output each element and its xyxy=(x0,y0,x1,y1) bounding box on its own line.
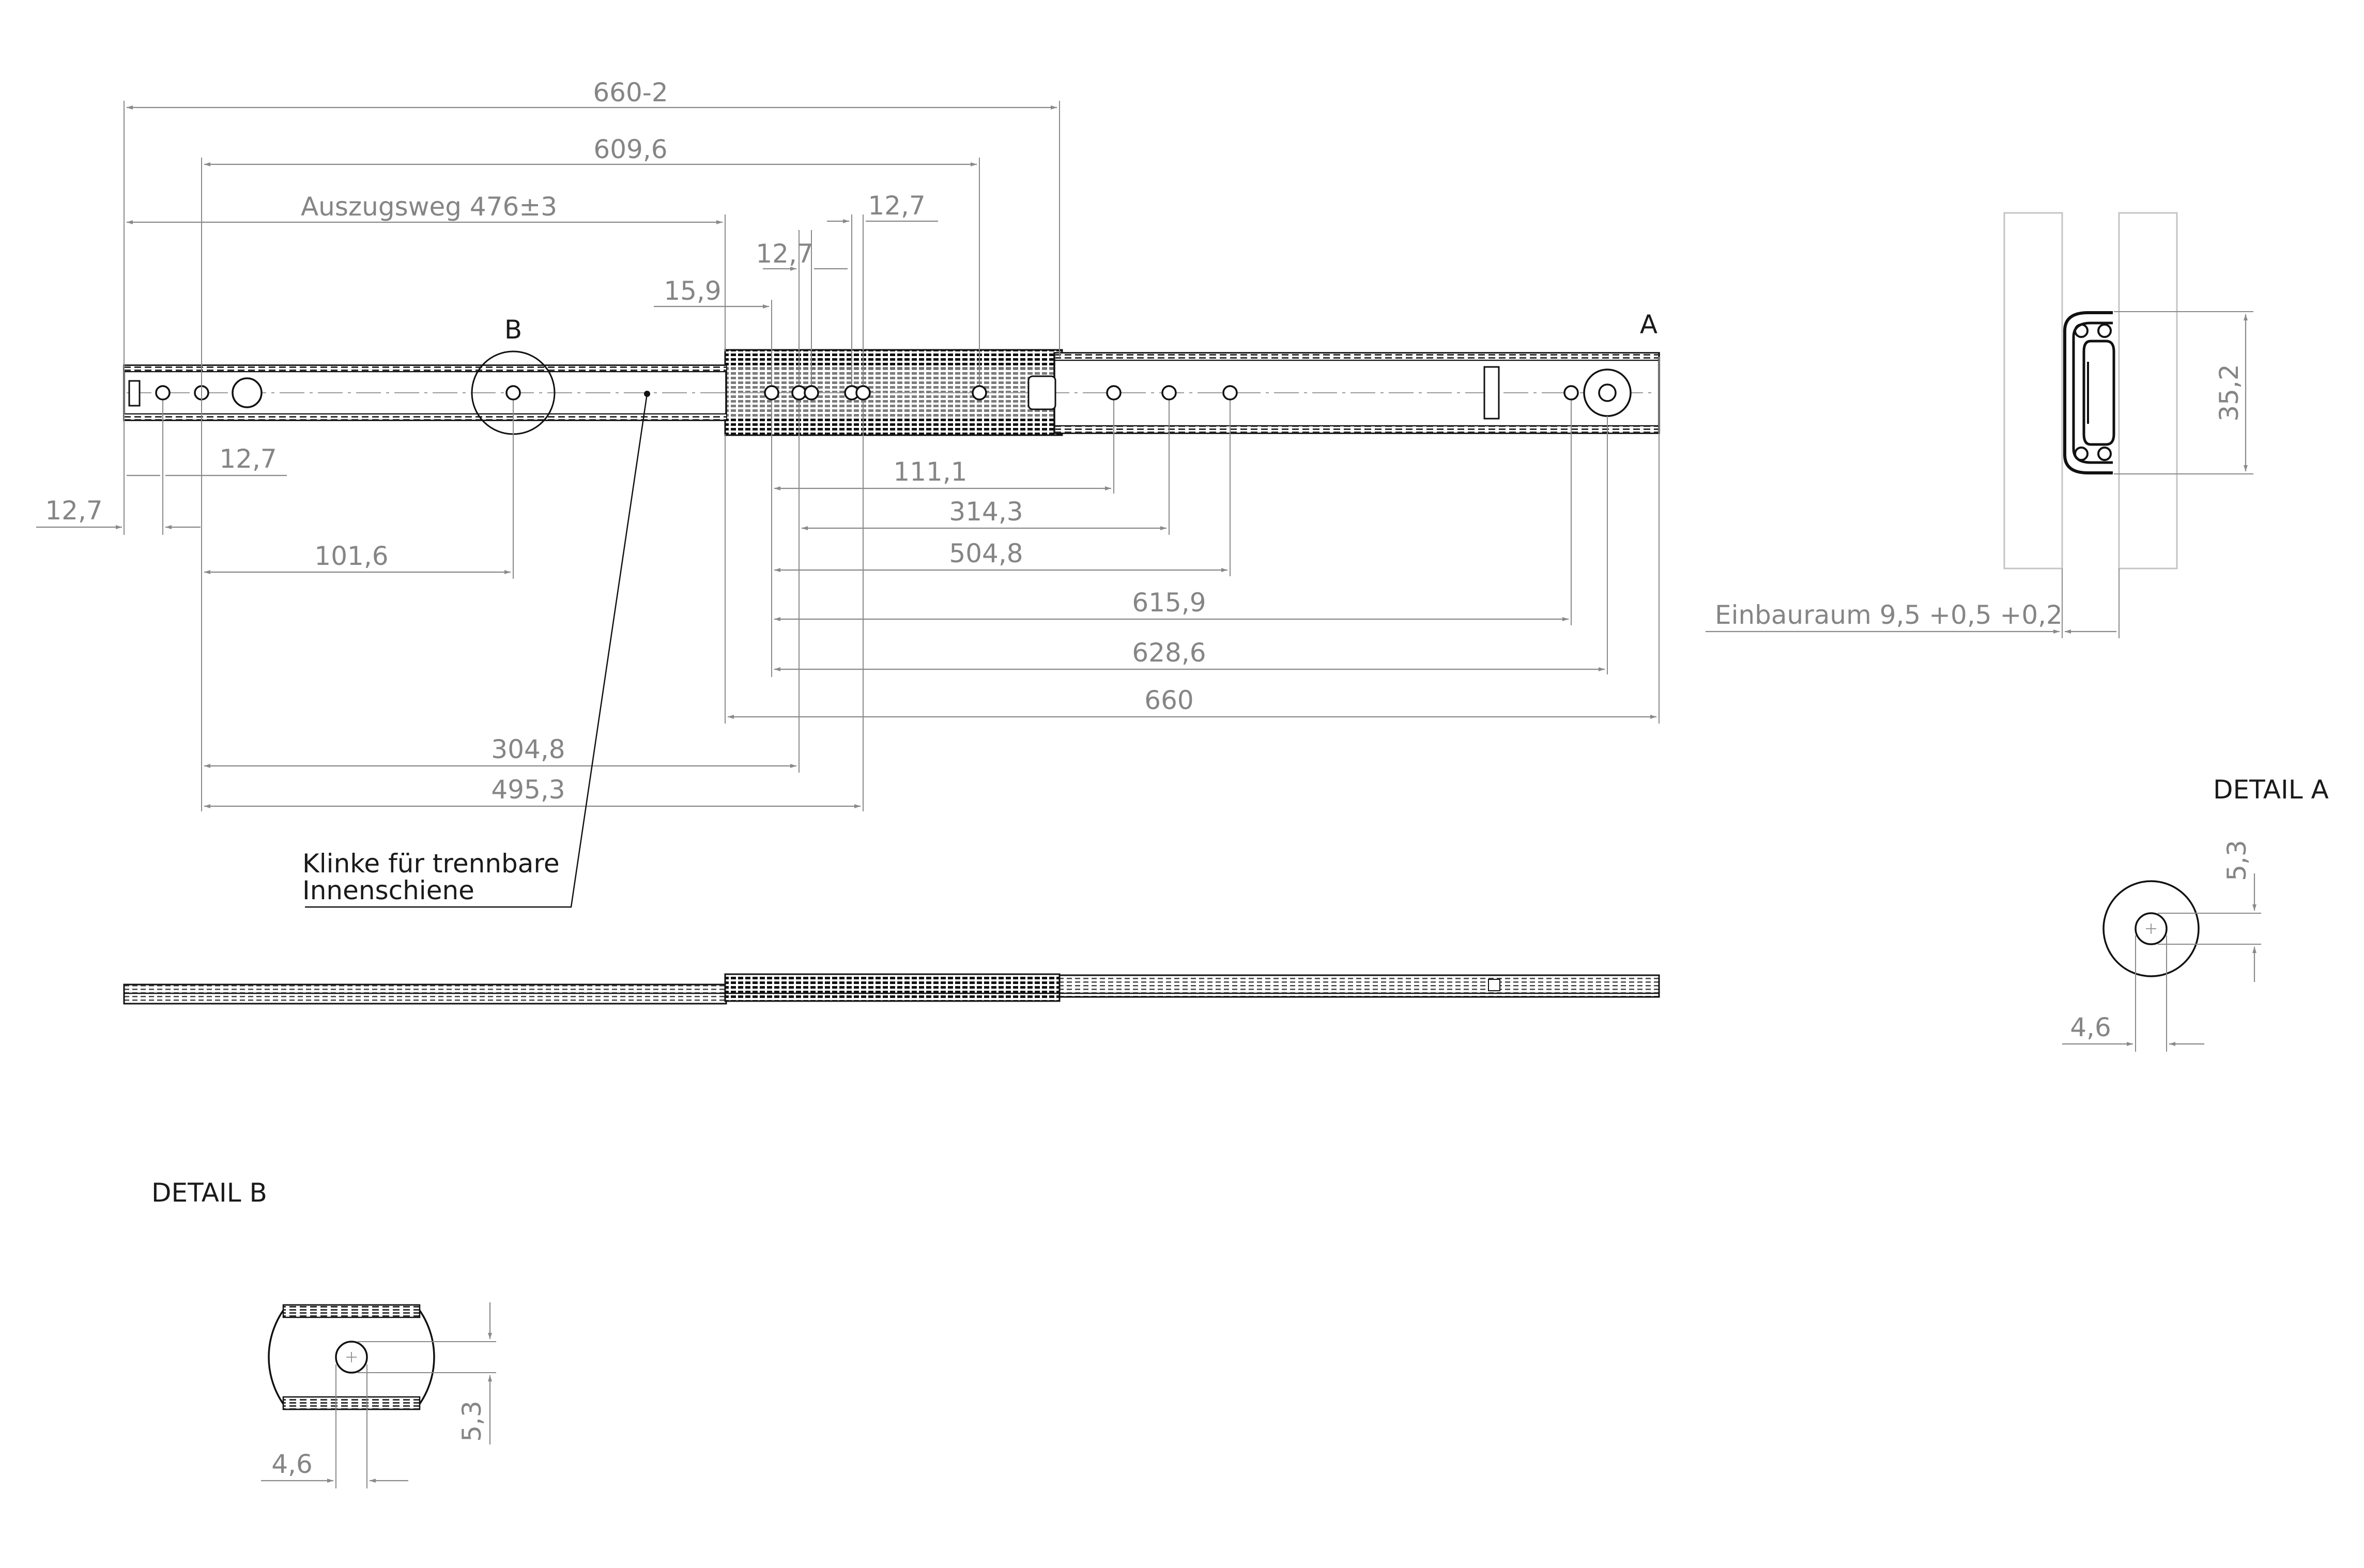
dim-a-width: 4,6 xyxy=(2070,1012,2111,1042)
slot-left xyxy=(128,380,141,407)
slide-profile xyxy=(2063,311,2115,474)
marker-b: B xyxy=(504,315,522,345)
detail-b-band-top xyxy=(282,1304,421,1318)
dim-12-7-mid: 12,7 xyxy=(756,239,813,269)
leader-line xyxy=(305,393,648,908)
cabinet-wall-right xyxy=(2118,212,2178,570)
cross-section-view: 35,2 Einbauraum 9,5 +0,5 +0,2 xyxy=(1706,212,2253,638)
note-line-1: Klinke für trennbare xyxy=(302,849,560,879)
dim-495-3: 495,3 xyxy=(491,775,565,805)
hole-mid-6 xyxy=(972,385,987,401)
ball-bottom-left xyxy=(2074,447,2089,461)
hole-mid-1 xyxy=(764,385,779,401)
member-left-seam-top xyxy=(124,366,726,371)
dim-12-7-edge: 12,7 xyxy=(45,496,102,526)
member-right-seam-bottom xyxy=(1055,426,1658,433)
hole-mid-5 xyxy=(855,385,871,401)
profile-core xyxy=(2082,340,2115,446)
dim-504-8: 504,8 xyxy=(949,539,1023,568)
detail-b: DETAIL B 5,3 4,6 xyxy=(151,1178,496,1488)
dim-install: Einbauraum 9,5 +0,5 +0,2 xyxy=(1715,600,2063,630)
detail-a-title: DETAIL A xyxy=(2213,775,2329,805)
member-right-seam-top xyxy=(1055,353,1658,360)
dim-35-2: 35,2 xyxy=(2214,364,2244,421)
ball-top-left xyxy=(2074,324,2089,338)
slot-mid xyxy=(1027,375,1056,410)
hole-right-2 xyxy=(1161,385,1177,401)
hole-b xyxy=(505,385,521,401)
note-line-2: Innenschiene xyxy=(302,875,474,905)
dim-304-8: 304,8 xyxy=(491,734,565,764)
profile-outer xyxy=(2063,311,2113,474)
right-dimensions: 111,1 314,3 504,8 615,9 628,6 660 304,8 … xyxy=(204,357,1660,811)
member-left-seam-bottom xyxy=(124,414,726,420)
hole-a xyxy=(1598,383,1617,402)
ball-bottom-right xyxy=(2097,447,2112,461)
dim-12-7-top: 12,7 xyxy=(868,191,925,221)
dim-b-height: 5,3 xyxy=(457,1401,487,1442)
latch-note: Klinke für trennbare Innenschiene xyxy=(302,393,648,908)
dim-101-6: 101,6 xyxy=(314,541,388,571)
hole-right-4 xyxy=(1563,385,1579,401)
dim-660-2: 660-2 xyxy=(593,78,668,107)
marker-a: A xyxy=(1640,310,1657,340)
top-view xyxy=(123,973,1660,1005)
detail-b-band-bottom xyxy=(282,1396,421,1410)
dim-12-7-inner: 12,7 xyxy=(219,444,277,474)
side-view: B A xyxy=(123,310,1660,436)
dim-111-1: 111,1 xyxy=(893,457,967,487)
top-view-dark xyxy=(724,973,1061,1002)
hole-mid-3 xyxy=(804,385,819,401)
profile-inner xyxy=(2072,321,2113,464)
dim-b-width: 4,6 xyxy=(271,1449,313,1479)
cabinet-wall-left xyxy=(2003,212,2063,570)
detail-a: DETAIL A 5,3 4,6 xyxy=(2062,775,2329,1052)
ball-top-right xyxy=(2097,324,2112,338)
top-dimensions: 660-2 609,6 Auszugsweg 476±3 12,7 12,7 1… xyxy=(124,78,1060,811)
dim-travel: Auszugsweg 476±3 xyxy=(301,192,557,222)
dim-15-9: 15,9 xyxy=(664,276,721,306)
dim-314-3: 314,3 xyxy=(949,497,1023,527)
detail-b-title: DETAIL B xyxy=(151,1178,267,1208)
hole-right-1 xyxy=(1106,385,1122,401)
hole-right-3 xyxy=(1222,385,1238,401)
dim-609-6: 609,6 xyxy=(593,134,667,164)
slot-right xyxy=(1483,366,1500,420)
hole-mid-2 xyxy=(791,385,807,401)
dim-a-height: 5,3 xyxy=(2222,840,2252,881)
top-view-left xyxy=(123,983,727,1005)
hole-left-3 xyxy=(232,377,263,408)
left-dimensions: 12,7 12,7 101,6 xyxy=(36,401,514,579)
hole-left-1 xyxy=(155,385,171,401)
dim-615-9: 615,9 xyxy=(1132,588,1206,618)
top-view-notch xyxy=(1488,979,1500,991)
dim-660: 660 xyxy=(1144,685,1193,715)
dim-628-6: 628,6 xyxy=(1132,638,1206,668)
